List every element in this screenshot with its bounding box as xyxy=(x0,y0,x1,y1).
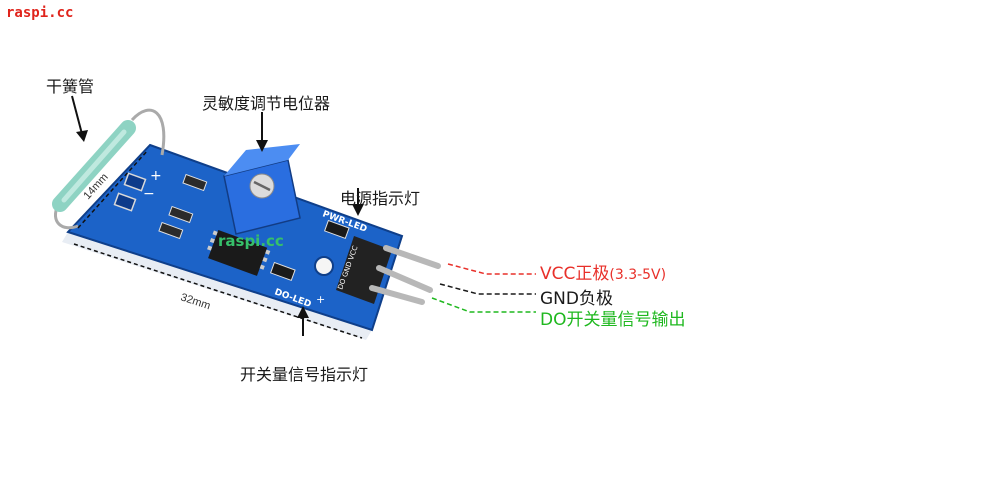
reed-switch xyxy=(52,120,136,212)
label-pin-gnd: GND负极 xyxy=(540,284,613,309)
pin-do-name: DO开关量信号输出 xyxy=(540,310,686,330)
label-pin-vcc: VCC正极(3.3-5V) xyxy=(540,259,666,284)
length-dim-text: 32mm xyxy=(179,291,212,312)
label-potentiometer: 灵敏度调节电位器 xyxy=(202,94,331,113)
power-led xyxy=(323,219,350,240)
pin-gnd xyxy=(376,265,433,293)
label-signal-led: 开关量信号指示灯 xyxy=(240,365,369,384)
silk-do-plus: + xyxy=(316,293,325,306)
label-pin-do: DO开关量信号输出 xyxy=(540,305,685,330)
pin-vcc xyxy=(383,245,441,269)
do-leader xyxy=(431,297,536,313)
comparator-chip xyxy=(207,229,271,276)
silk-plus: + xyxy=(150,168,162,184)
length-dim-line xyxy=(73,243,363,339)
label-power-led: 电源指示灯 xyxy=(340,189,421,208)
gnd-leader xyxy=(439,283,536,295)
signal-led xyxy=(269,261,296,282)
label-reed-switch: 干簧管 xyxy=(46,77,95,96)
pin-vcc-range: (3.3-5V) xyxy=(609,267,667,283)
smd-resistor-3 xyxy=(158,221,184,240)
pad-minus xyxy=(113,192,137,212)
reed-switch-lead xyxy=(130,108,166,156)
smd-resistor-2 xyxy=(168,205,194,224)
board-watermark: raspi.cc xyxy=(218,232,284,250)
pcb-edge xyxy=(62,232,372,340)
site-watermark: raspi.cc xyxy=(6,5,74,21)
callout-arrows xyxy=(71,95,364,336)
pad-plus xyxy=(123,172,147,192)
potentiometer xyxy=(223,144,301,235)
smd-resistor-1 xyxy=(182,173,208,192)
pin-do xyxy=(369,285,425,305)
vcc-leader xyxy=(447,263,536,275)
pin-gnd-name: GND负极 xyxy=(540,289,613,309)
mounting-hole xyxy=(314,256,334,276)
silk-minus: − xyxy=(143,186,155,202)
width-dim-line xyxy=(77,149,149,229)
pin-vcc-name: VCC正极 xyxy=(540,264,610,284)
